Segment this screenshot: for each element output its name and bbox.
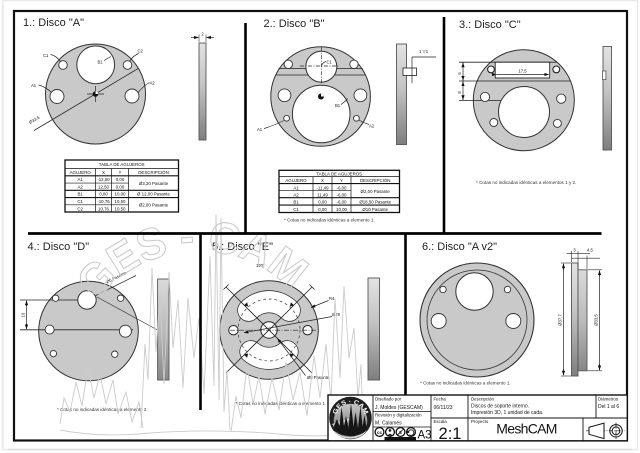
- svg-text:12,50: 12,50: [98, 185, 110, 190]
- svg-text:Revisión y digitalización: Revisión y digitalización: [375, 413, 422, 418]
- svg-text:BY: BY: [388, 437, 392, 441]
- svg-text:1.: Disco "A": 1.: Disco "A": [23, 17, 84, 29]
- svg-text:Impresión 3D, 1 unidad de cada: Impresión 3D, 1 unidad de cada.: [471, 410, 543, 416]
- svg-text:* Cotas no indicadas idénticas: * Cotas no indicadas idénticas a element…: [476, 180, 576, 185]
- svg-text:Y: Y: [119, 170, 122, 175]
- svg-text:Del 1 al 6: Del 1 al 6: [598, 404, 619, 410]
- svg-text:2.: Disco "B": 2.: Disco "B": [264, 18, 325, 30]
- svg-text:X: X: [102, 170, 105, 175]
- svg-text:11,49: 11,49: [317, 192, 328, 197]
- svg-text:3: 3: [573, 248, 576, 253]
- svg-text:cc: cc: [377, 430, 383, 435]
- svg-text:R4: R4: [329, 296, 335, 301]
- svg-text:Ø10 Pasante: Ø10 Pasante: [362, 207, 388, 212]
- svg-text:10: 10: [21, 312, 26, 317]
- svg-text:06/11/23: 06/11/23: [434, 405, 453, 411]
- svg-text:Diseñado por: Diseñado por: [375, 397, 402, 402]
- svg-text:0,00: 0,00: [116, 177, 125, 182]
- svg-text:Y: Y: [340, 178, 343, 183]
- svg-text:AGUJERO: AGUJERO: [285, 178, 307, 183]
- svg-text:* Cotas no indicadas idénticas: * Cotas no indicadas idénticas a element…: [57, 407, 148, 412]
- svg-text:C1: C1: [327, 60, 333, 65]
- svg-text:Ø2,00 Pasante: Ø2,00 Pasante: [361, 189, 391, 194]
- svg-text:A1: A1: [78, 177, 84, 182]
- svg-text:2:1: 2:1: [439, 425, 462, 443]
- svg-text:C1: C1: [77, 199, 83, 204]
- svg-text:Ø37,7: Ø37,7: [558, 314, 563, 326]
- svg-text:Ø2,00 Pasante: Ø2,00 Pasante: [139, 203, 169, 208]
- svg-text:10,50: 10,50: [115, 206, 127, 211]
- svg-text:B1: B1: [78, 192, 84, 197]
- svg-text:0,00: 0,00: [318, 200, 327, 205]
- svg-text:Ø33,5: Ø33,5: [594, 314, 599, 326]
- svg-text:Ø 12,00 Pasante: Ø 12,00 Pasante: [137, 192, 171, 197]
- svg-text:5.: Disco "E": 5.: Disco "E": [212, 241, 273, 253]
- svg-text:0,00: 0,00: [116, 185, 125, 190]
- svg-text:-12,50: -12,50: [97, 177, 110, 182]
- svg-text:A2: A2: [150, 81, 156, 86]
- svg-text:-6,00: -6,00: [336, 192, 347, 197]
- svg-text:6.: Disco "A v2": 6.: Disco "A v2": [422, 241, 497, 253]
- svg-text:Ø3,20 Pasante: Ø3,20 Pasante: [139, 181, 169, 186]
- svg-text:-6,00: -6,00: [336, 185, 347, 190]
- svg-text:100°: 100°: [256, 263, 265, 268]
- svg-text:A2: A2: [78, 185, 84, 190]
- svg-text:C2: C2: [138, 49, 144, 54]
- svg-text:2: 2: [201, 32, 204, 37]
- svg-text:0,00: 0,00: [99, 192, 108, 197]
- svg-text:A1: A1: [31, 83, 37, 88]
- svg-text:Discos de soporte interno.: Discos de soporte interno.: [471, 404, 529, 410]
- svg-text:0,00: 0,00: [318, 207, 327, 212]
- svg-text:* Cotas no indicadas idénticas: * Cotas no indicadas idénticas a element…: [284, 218, 375, 223]
- svg-text:J. Moldes (GESCAM): J. Moldes (GESCAM): [375, 405, 423, 411]
- svg-text:Ø18,50 Pasante: Ø18,50 Pasante: [359, 200, 391, 205]
- svg-text:* Cotas no indicadas idénticas: * Cotas no indicadas idénticas a element…: [420, 381, 511, 386]
- svg-text:A1: A1: [293, 185, 299, 190]
- svg-text:8: 8: [457, 91, 462, 94]
- svg-text:C1: C1: [293, 207, 299, 212]
- svg-text:DESCRIPCIÓN: DESCRIPCIÓN: [138, 170, 169, 175]
- svg-text:Fecha: Fecha: [434, 397, 447, 402]
- svg-text:C2: C2: [77, 206, 83, 211]
- svg-text:C1: C1: [43, 53, 49, 58]
- svg-text:A2: A2: [369, 124, 375, 129]
- svg-text:B1: B1: [98, 60, 104, 65]
- svg-text:Ø8 Pasante: Ø8 Pasante: [307, 375, 330, 380]
- svg-text:AGUJERO: AGUJERO: [70, 170, 92, 175]
- svg-text:10,50: 10,50: [115, 199, 127, 204]
- svg-text:Ø33,5: Ø33,5: [28, 114, 41, 124]
- svg-text:A1: A1: [257, 127, 263, 132]
- svg-text:-10,76: -10,76: [97, 199, 110, 204]
- svg-text:B1: B1: [335, 103, 341, 108]
- svg-text:Proyecto: Proyecto: [471, 419, 489, 424]
- svg-text:4,5: 4,5: [587, 248, 593, 253]
- svg-text:10,00: 10,00: [336, 207, 348, 212]
- svg-text:Diámetros: Diámetros: [598, 397, 619, 402]
- svg-text:4.: Disco "D": 4.: Disco "D": [28, 241, 90, 253]
- svg-text:A3: A3: [418, 430, 432, 442]
- svg-text:TABLA DE AGUJEROS: TABLA DE AGUJEROS: [99, 162, 145, 167]
- svg-text:SA: SA: [409, 437, 413, 441]
- svg-text:-6,00: -6,00: [336, 200, 347, 205]
- svg-text:M. Calamés: M. Calamés: [375, 421, 402, 427]
- svg-text:$: $: [399, 430, 402, 436]
- svg-text:DESCRIPCIÓN: DESCRIPCIÓN: [360, 178, 391, 183]
- svg-text:NC: NC: [398, 437, 402, 441]
- svg-text:-11,49: -11,49: [316, 185, 329, 190]
- svg-text:Descripción: Descripción: [471, 397, 494, 402]
- svg-text:1 ▽1: 1 ▽1: [419, 49, 429, 54]
- svg-text:6: 6: [457, 72, 462, 75]
- svg-text:* Cotas no indicadas idénticas: * Cotas no indicadas idénticas a element…: [236, 401, 327, 406]
- svg-text:3.: Disco "C": 3.: Disco "C": [459, 19, 521, 31]
- svg-text:MeshCAM: MeshCAM: [496, 421, 556, 437]
- svg-text:A2: A2: [293, 192, 299, 197]
- svg-text:10,76: 10,76: [98, 206, 110, 211]
- svg-text:10,00: 10,00: [115, 192, 127, 197]
- svg-text:TABLA DE AGUJEROS: TABLA DE AGUJEROS: [316, 171, 362, 176]
- svg-text:17,5: 17,5: [518, 69, 527, 74]
- svg-text:X: X: [321, 178, 324, 183]
- svg-text:B1: B1: [293, 200, 299, 205]
- svg-text:Escala: Escala: [434, 419, 448, 424]
